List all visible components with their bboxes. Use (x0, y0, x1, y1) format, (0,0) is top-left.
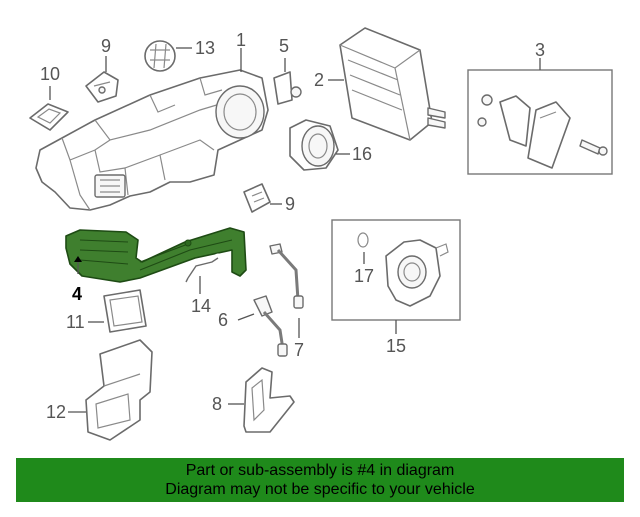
callout-2: 2 (314, 70, 324, 90)
part-4-heater-core-highlighted[interactable] (65, 227, 247, 283)
callout-8: 8 (212, 394, 222, 414)
callout-1: 1 (236, 30, 246, 50)
callout-6: 6 (218, 310, 228, 330)
callout-11: 11 (66, 312, 85, 332)
banner-line-1: Part or sub-assembly is #4 in diagram (185, 462, 455, 479)
banner-line-2: Diagram may not be specific to your vehi… (165, 481, 475, 498)
part-10-seal[interactable] (29, 103, 69, 131)
part-13-grommet[interactable] (144, 40, 176, 72)
callout-9a: 9 (101, 36, 111, 56)
callout-13: 13 (195, 38, 215, 58)
part-1-hvac-housing[interactable] (35, 69, 269, 211)
part-6-tube[interactable] (253, 295, 288, 357)
callout-7: 7 (294, 340, 304, 360)
info-banner: Part or sub-assembly is #4 in diagram Di… (16, 458, 624, 502)
callout-9b: 9 (285, 194, 295, 214)
callout-12: 12 (46, 402, 66, 422)
callout-4: 4 (72, 284, 82, 304)
part-12-duct[interactable] (85, 339, 153, 441)
part-5-sensor[interactable] (273, 71, 302, 105)
part-14-hose[interactable] (183, 253, 223, 283)
part-8-duct[interactable] (243, 367, 295, 433)
callout-17: 17 (354, 266, 374, 286)
part-11-filter[interactable] (103, 289, 147, 333)
callout-10: 10 (40, 64, 60, 84)
part-7-tube[interactable] (269, 243, 304, 309)
callout-15: 15 (386, 336, 406, 356)
part-15-blower-motor (357, 232, 449, 307)
part-9b-bracket[interactable] (243, 183, 271, 213)
part-16-blower-wheel[interactable] (289, 119, 339, 171)
callout-16: 16 (352, 144, 372, 164)
callout-3: 3 (535, 40, 545, 60)
callout-14: 14 (191, 296, 211, 316)
callout-4-arrow (74, 256, 82, 262)
callout-5: 5 (279, 36, 289, 56)
part-2-evaporator[interactable] (339, 27, 446, 141)
part-9a-bracket[interactable] (85, 71, 119, 103)
part-3-components (477, 94, 608, 169)
